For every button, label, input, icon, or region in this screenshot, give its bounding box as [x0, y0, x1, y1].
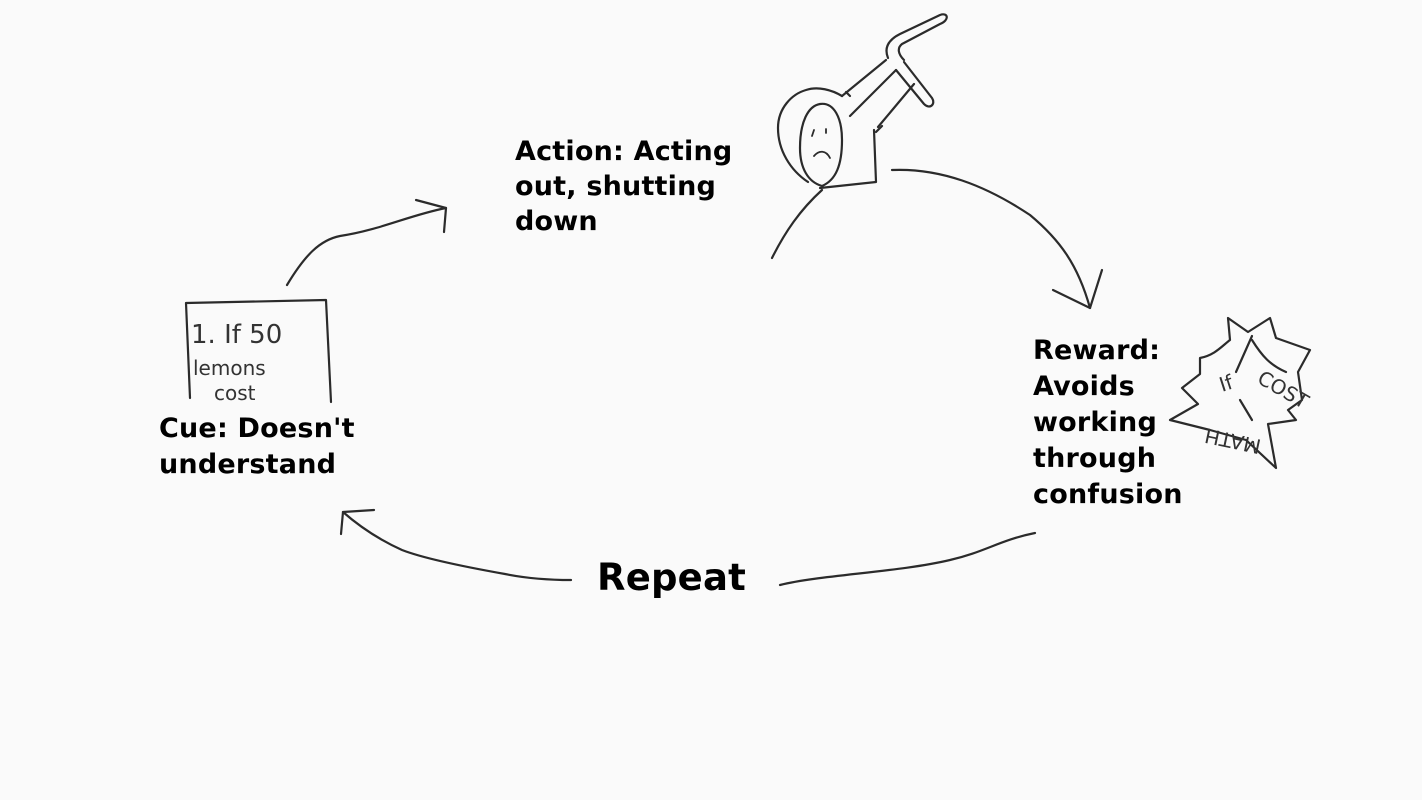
- worksheet-line-2: lemons: [193, 356, 266, 380]
- crumpled-text-cost: COST: [1254, 366, 1314, 414]
- worksheet-line-1: 1. If 50: [191, 320, 282, 350]
- worksheet-icon: 1. If 50 lemons cost: [184, 298, 333, 405]
- arrow-cue-to-action: [285, 198, 448, 287]
- arrow-reward-to-repeat: [778, 531, 1037, 587]
- student-figure-icon: [770, 13, 948, 260]
- reward-label: Reward: Avoids working through confusion: [1033, 335, 1183, 510]
- crumpled-text-if: If: [1216, 370, 1237, 397]
- cue-label: Cue: Doesn't understand: [159, 413, 355, 480]
- action-label: Action: Acting out, shutting down: [515, 136, 733, 237]
- repeat-label: Repeat: [597, 556, 747, 599]
- worksheet-line-3: cost: [214, 381, 256, 405]
- arrow-repeat-to-cue: [339, 508, 573, 582]
- arrow-action-to-reward: [890, 168, 1104, 310]
